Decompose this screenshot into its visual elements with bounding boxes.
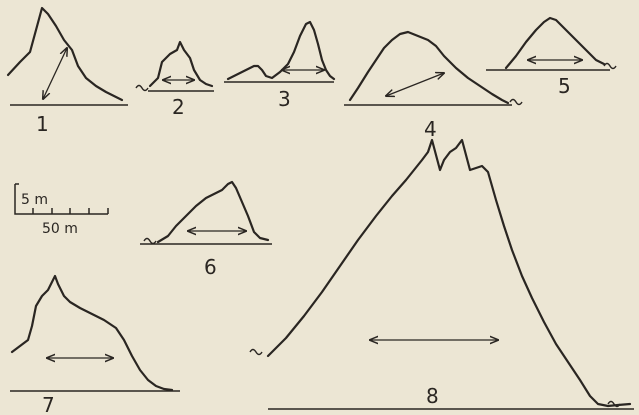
profile-1-outline [6,6,124,102]
profile-4-water-icon [509,98,523,106]
profile-5-water-icon [603,62,617,70]
profile-3: 3 [224,20,336,111]
profile-6-outline [156,180,270,244]
profile-2: 2 [135,40,214,119]
profile-1-arrow [43,48,67,99]
profile-5-outline [504,16,606,70]
profile-6-water-icon [143,237,157,245]
profile-7-label: 7 [42,393,55,415]
profile-8-outline [266,138,632,408]
profile-3-outline [226,20,336,81]
profile-3-label: 3 [278,87,291,111]
scale-bar-horizontal-label: 50 m [42,221,78,237]
scale-bar: 5 m 50 m [14,183,109,237]
profile-4-arrow [386,73,444,96]
profile-4-label: 4 [424,117,437,141]
profile-8-label: 8 [426,384,439,408]
profile-1: 1 [6,6,128,136]
scale-bar-axes [14,184,108,215]
profile-4: 4 [344,30,523,141]
profile-5-label: 5 [558,74,571,98]
profile-7-outline [10,274,174,392]
profile-2-outline [148,40,214,88]
profile-5: 5 [486,16,617,98]
profile-8: 8 [249,138,634,410]
profile-1-label: 1 [36,112,49,136]
profile-7: 7 [10,274,180,415]
profile-2-water-icon [135,84,149,92]
profile-8-water-icon [249,348,263,356]
profile-6: 6 [140,180,272,279]
profile-4-outline [348,30,510,105]
profile-2-label: 2 [172,95,185,119]
profile-6-label: 6 [204,255,217,279]
scale-bar-vertical-label: 5 m [21,192,48,208]
